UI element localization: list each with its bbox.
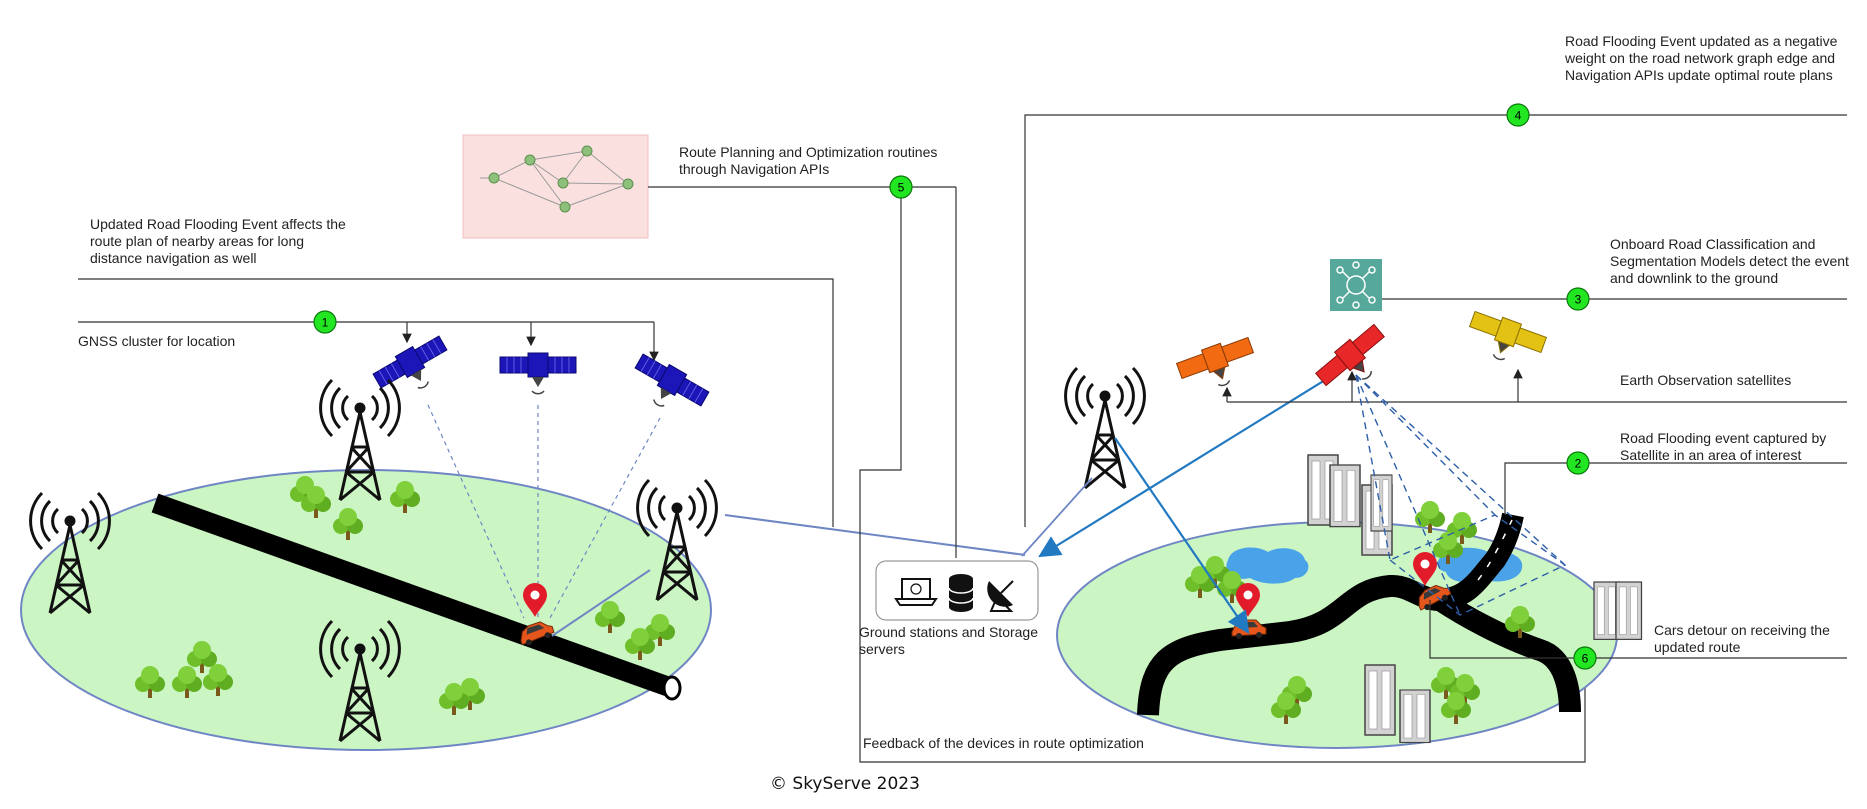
gnss-label: GNSS cluster for location [78,333,236,349]
neural-network-icon [1330,259,1382,311]
step-badge-1: 1 [313,310,337,334]
step-number: 6 [1582,652,1589,666]
eo-satellite-icon [1461,306,1549,373]
road-branch [1433,590,1581,713]
satellite-downlink-arrow [1038,371,1339,558]
highway-left [151,493,682,701]
feedback-label: Feedback of the devices in route optimiz… [863,735,1144,751]
eo-satellite-icon [1312,320,1399,403]
step-badge-6: 6 [1573,646,1597,670]
eo-satellite-icon [1174,332,1262,399]
step-number: 3 [1575,293,1582,307]
ground-station-box [875,560,1039,621]
onboard-models-label: Onboard Road Classification and Segmenta… [1610,236,1849,286]
gnss-signals [427,404,661,619]
ground-stations-label: Ground stations and Storage servers [859,624,1039,657]
gnss-satellite-icon [499,352,577,395]
satellite-dish-icon [987,580,1014,612]
winding-road [1137,512,1524,716]
route-graph-icon [462,134,649,239]
gnss-connector [78,321,659,362]
laptop-icon [894,578,938,606]
road-dashes [1477,519,1513,581]
capture-cone [1355,374,1567,616]
tower-ground-link [1021,477,1093,557]
step-number: 1 [322,316,329,330]
flood-update-connector [1024,114,1847,527]
captured-label: Road Flooding event captured by Satellit… [1620,430,1827,463]
capture-connector [1504,462,1847,515]
step-number: 4 [1515,109,1522,123]
step-number: 5 [898,181,905,195]
detour-connector [1429,600,1847,659]
eo-satellites-label: Earth Observation satellites [1620,372,1792,388]
step-badge-2: 2 [1566,451,1590,475]
tower-to-car-link [1114,437,1250,634]
long-distance-connector [78,278,834,527]
route-planning-label: Route Planning and Optimization routines… [679,144,938,177]
step-badge-4: 4 [1506,103,1530,127]
cell-tower-icon [1064,366,1146,490]
step-badge-5: 5 [889,175,913,199]
gnss-satellite-icon [623,349,712,425]
long-distance-label: Updated Road Flooding Event affects the … [90,216,346,266]
eo-connector [1222,368,1847,403]
copyright: © SkyServe 2023 [770,774,920,794]
step-number: 2 [1575,457,1582,471]
road-flooding-updated-label: Road Flooding Event updated as a negativ… [1565,33,1838,83]
database-icon [948,574,974,612]
left-tower-link [724,514,1026,556]
tower-car-link [551,569,651,637]
cars-detour-label: Cars detour on receiving the updated rou… [1654,622,1830,655]
step-badge-3: 3 [1566,287,1590,311]
